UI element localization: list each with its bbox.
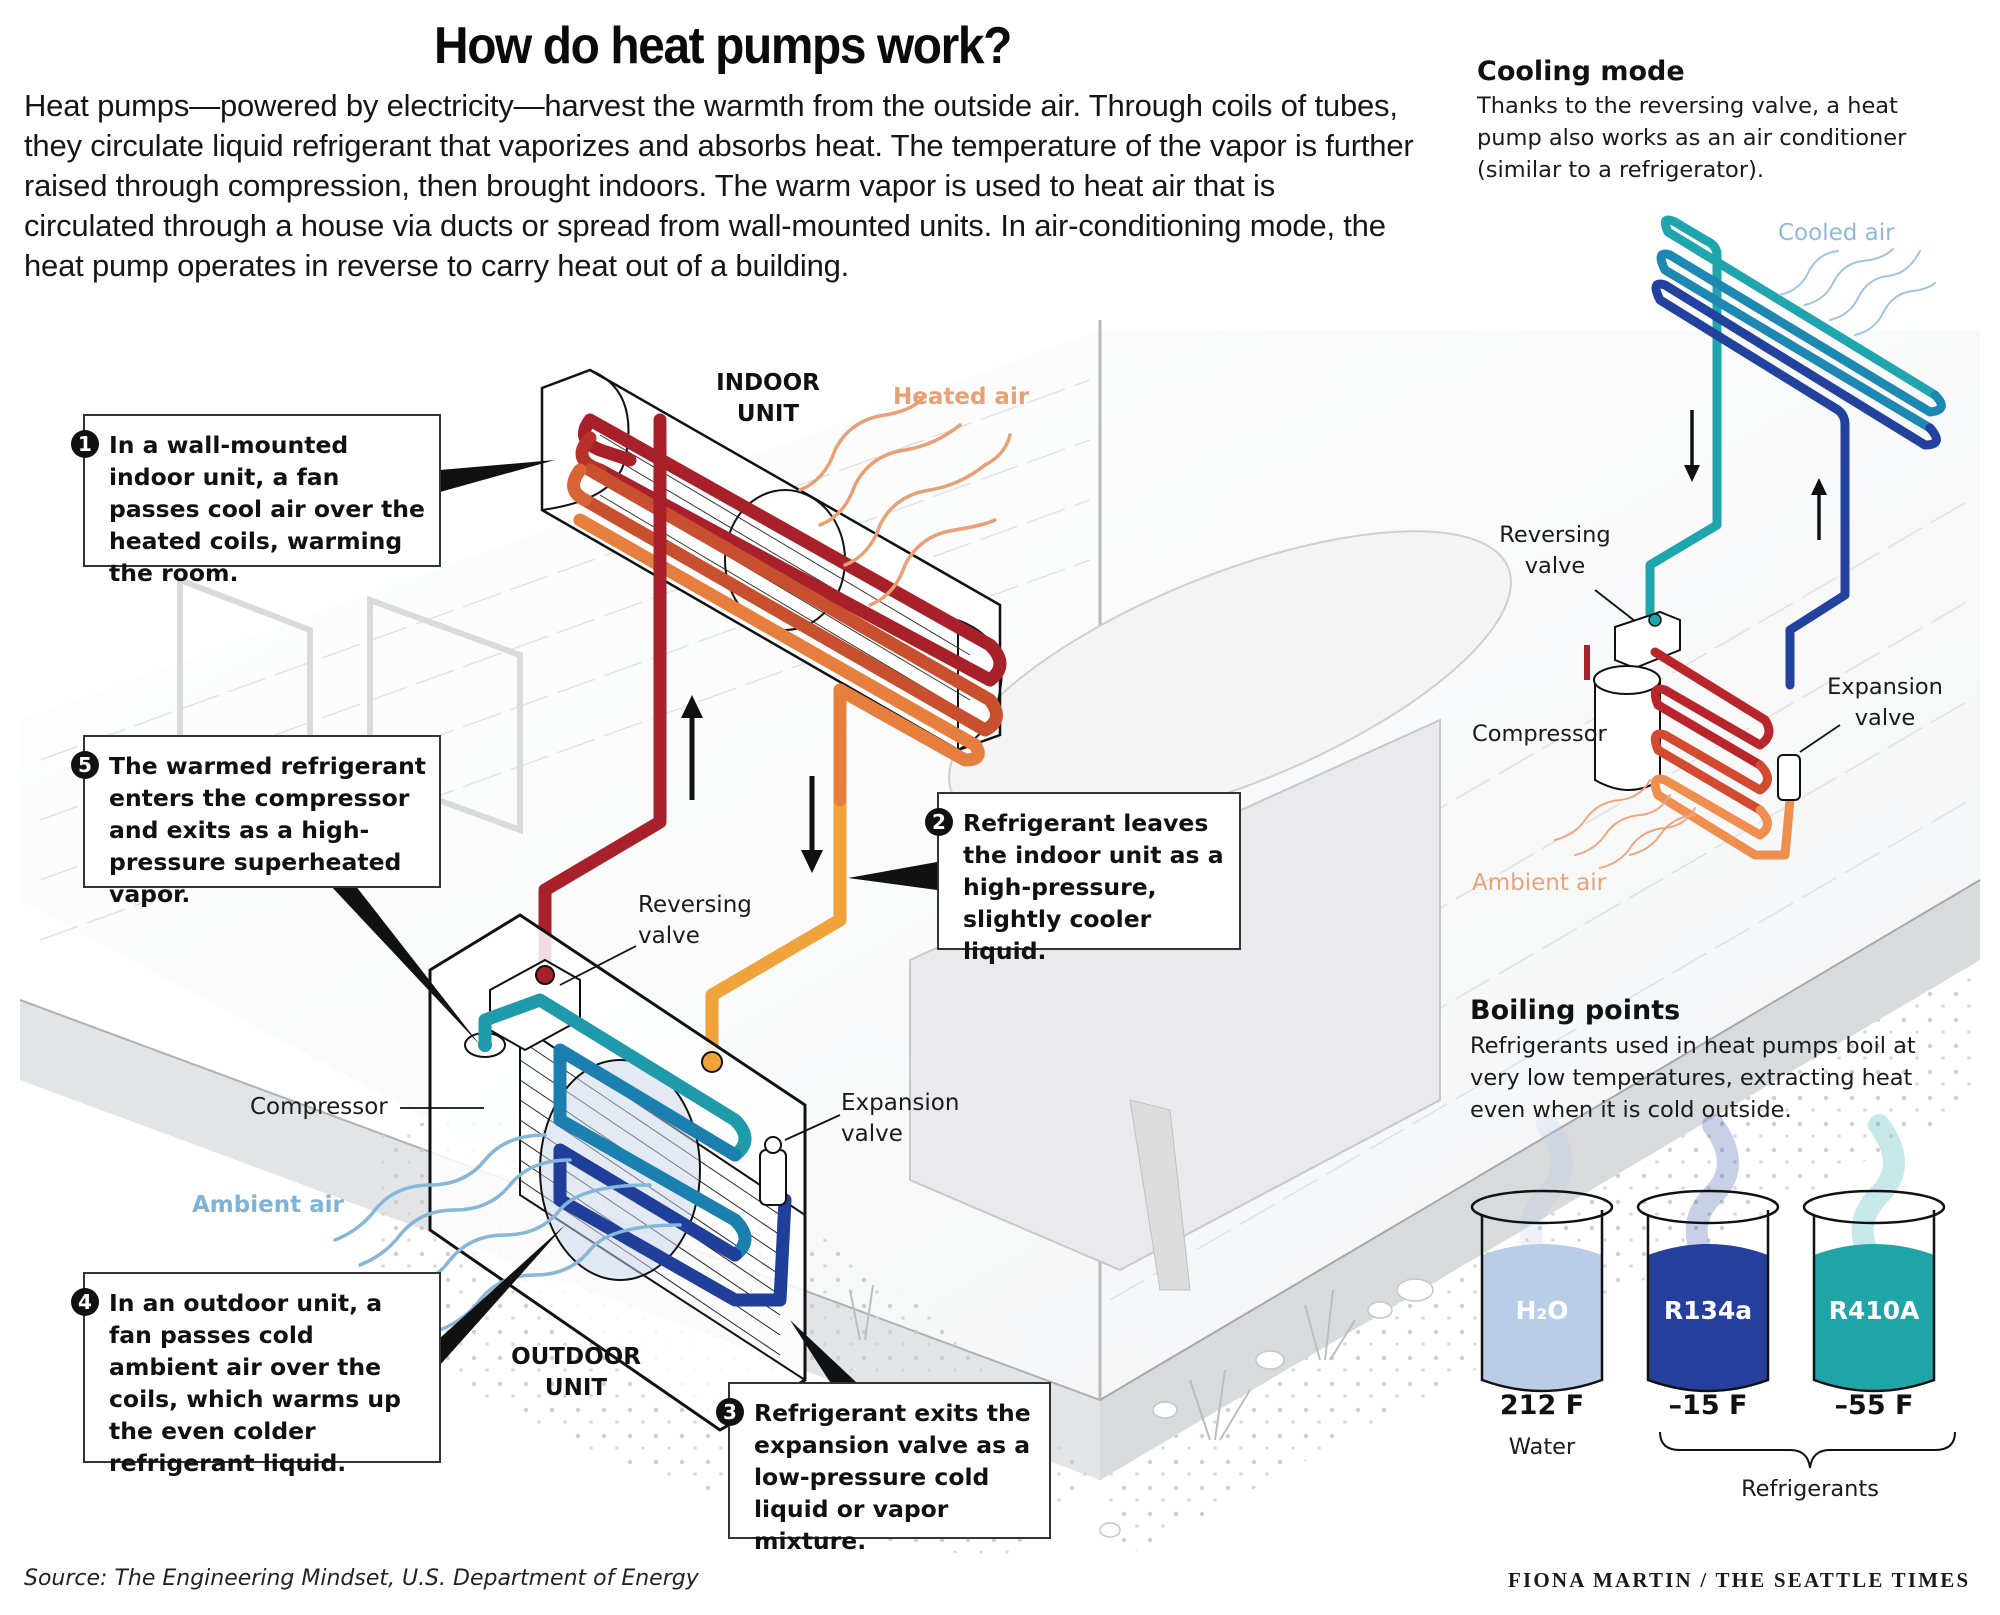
boiling-points-text: Refrigerants used in heat pumps boil at … [1470, 1033, 1916, 1123]
beaker-liquid [1482, 1244, 1602, 1391]
page-title: How do heat pumps work? [434, 17, 1012, 75]
step-number-badge: 3 [716, 1398, 744, 1426]
cooling-compressor-label: Compressor [1472, 721, 1607, 747]
callout-text: The warmed refrigerant enters the compre… [109, 752, 427, 908]
credit-line: FIONA MARTIN / THE SEATTLE TIMES [1508, 1568, 1971, 1592]
temp-r134a: –15 F [1668, 1390, 1748, 1421]
label-line: valve [841, 1121, 903, 1147]
ambient-air-waves [333, 1133, 682, 1332]
label-line: valve [1524, 553, 1586, 579]
step-number-badge: 1 [71, 430, 99, 458]
indoor-unit-label-line: UNIT [736, 401, 800, 427]
refrigerant-pipes [538, 413, 847, 1069]
label-line: valve [1854, 705, 1916, 731]
label-line: valve [638, 923, 700, 949]
cooling-mode-text: Thanks to the reversing valve, a heat pu… [1477, 93, 1907, 183]
compressor-label: Compressor [250, 1094, 388, 1120]
beaker-rim [1802, 1189, 1946, 1225]
cooling-reversing-valve-label: Reversing valve [1490, 520, 1620, 582]
callout-text: Refrigerant exits the expansion valve as… [754, 1399, 1031, 1555]
beaker [1636, 1114, 1780, 1393]
cooling-mode-title: Cooling mode [1477, 56, 1685, 87]
cooling-mode-illustration [1554, 215, 1946, 869]
temp-water: 212 F [1499, 1390, 1585, 1421]
callout-2: 2 Refrigerant leaves the indoor unit as … [925, 792, 1241, 965]
step-number-badge: 5 [71, 751, 99, 779]
label-line: Expansion [841, 1090, 960, 1116]
label-line: Reversing [1499, 522, 1611, 548]
beaker-label-water: H₂O [1515, 1296, 1569, 1325]
temp-r410a: –55 F [1834, 1390, 1914, 1421]
flow-arrow-down [801, 776, 823, 873]
beaker-liquid [1814, 1244, 1934, 1391]
beaker-glass [1480, 1210, 1604, 1393]
beaker-liquid [1648, 1244, 1768, 1391]
water-sublabel: Water [1508, 1434, 1576, 1460]
source-note: Source: The Engineering Mindset, U.S. De… [24, 1566, 699, 1591]
steam-icon [1685, 1114, 1739, 1276]
label-line: Reversing [638, 892, 752, 918]
steam-icon [1851, 1114, 1905, 1276]
reversing-valve-label: Reversing valve [638, 890, 752, 952]
beakers-group [1470, 1114, 1946, 1393]
boiling-points-title: Boiling points [1470, 995, 1681, 1026]
callout-4: 4 In an outdoor unit, a fan passes cold … [71, 1272, 441, 1477]
steam-icon [1519, 1114, 1573, 1276]
step-number-badge: 2 [925, 808, 953, 836]
callout-5: 5 The warmed refrigerant enters the comp… [71, 735, 441, 908]
indoor-unit-label-line: INDOOR [716, 370, 820, 396]
expansion-valve-label: Expansion valve [841, 1088, 959, 1150]
expansion-valve-part [759, 1136, 787, 1206]
beaker-rim [1636, 1189, 1780, 1225]
callout-pointers [330, 460, 937, 1382]
beaker [1802, 1114, 1946, 1393]
beaker-rim [1470, 1189, 1614, 1225]
ambient-air-label: Ambient air [192, 1192, 344, 1218]
beaker-glass [1646, 1210, 1770, 1393]
callout-1: 1 In a wall-mounted indoor unit, a fan p… [71, 414, 441, 587]
cooling-expansion-valve-label: Expansion valve [1820, 672, 1950, 734]
label-line: Expansion [1827, 674, 1943, 700]
outdoor-unit-label-line: OUTDOOR [511, 1344, 641, 1370]
label-leaders [400, 945, 841, 1141]
callout-text: In a wall-mounted indoor unit, a fan pas… [109, 431, 425, 587]
callout-3: 3 Refrigerant exits the expansion valve … [716, 1382, 1051, 1555]
beaker [1470, 1114, 1614, 1393]
beaker-label-r410a: R410A [1828, 1296, 1920, 1325]
beaker-label-r134a: R134a [1663, 1296, 1753, 1325]
outdoor-unit-label-line: UNIT [544, 1375, 608, 1401]
refrigerants-group-label: Refrigerants [1741, 1476, 1879, 1502]
heated-air-label: Heated air [893, 384, 1030, 410]
hot-vapor-pipe [538, 413, 667, 972]
flow-arrow-up [681, 695, 703, 800]
beaker-glass [1812, 1210, 1936, 1393]
heated-air-waves [798, 393, 1012, 607]
indoor-unit-label: INDOOR UNIT [700, 368, 836, 430]
step-number-badge: 4 [71, 1288, 99, 1316]
refrigerants-brace [1659, 1431, 1956, 1469]
intro-paragraph: Heat pumps—powered by electricity—harves… [24, 88, 1414, 283]
callout-text: Refrigerant leaves the indoor unit as a … [963, 809, 1224, 965]
outdoor-unit-label: OUTDOOR UNIT [500, 1342, 652, 1404]
cooling-ambient-air-label: Ambient air [1472, 870, 1607, 896]
callout-text: In an outdoor unit, a fan passes cold am… [109, 1289, 401, 1477]
cooled-air-label: Cooled air [1778, 220, 1895, 246]
outdoor-unit [428, 913, 807, 1432]
